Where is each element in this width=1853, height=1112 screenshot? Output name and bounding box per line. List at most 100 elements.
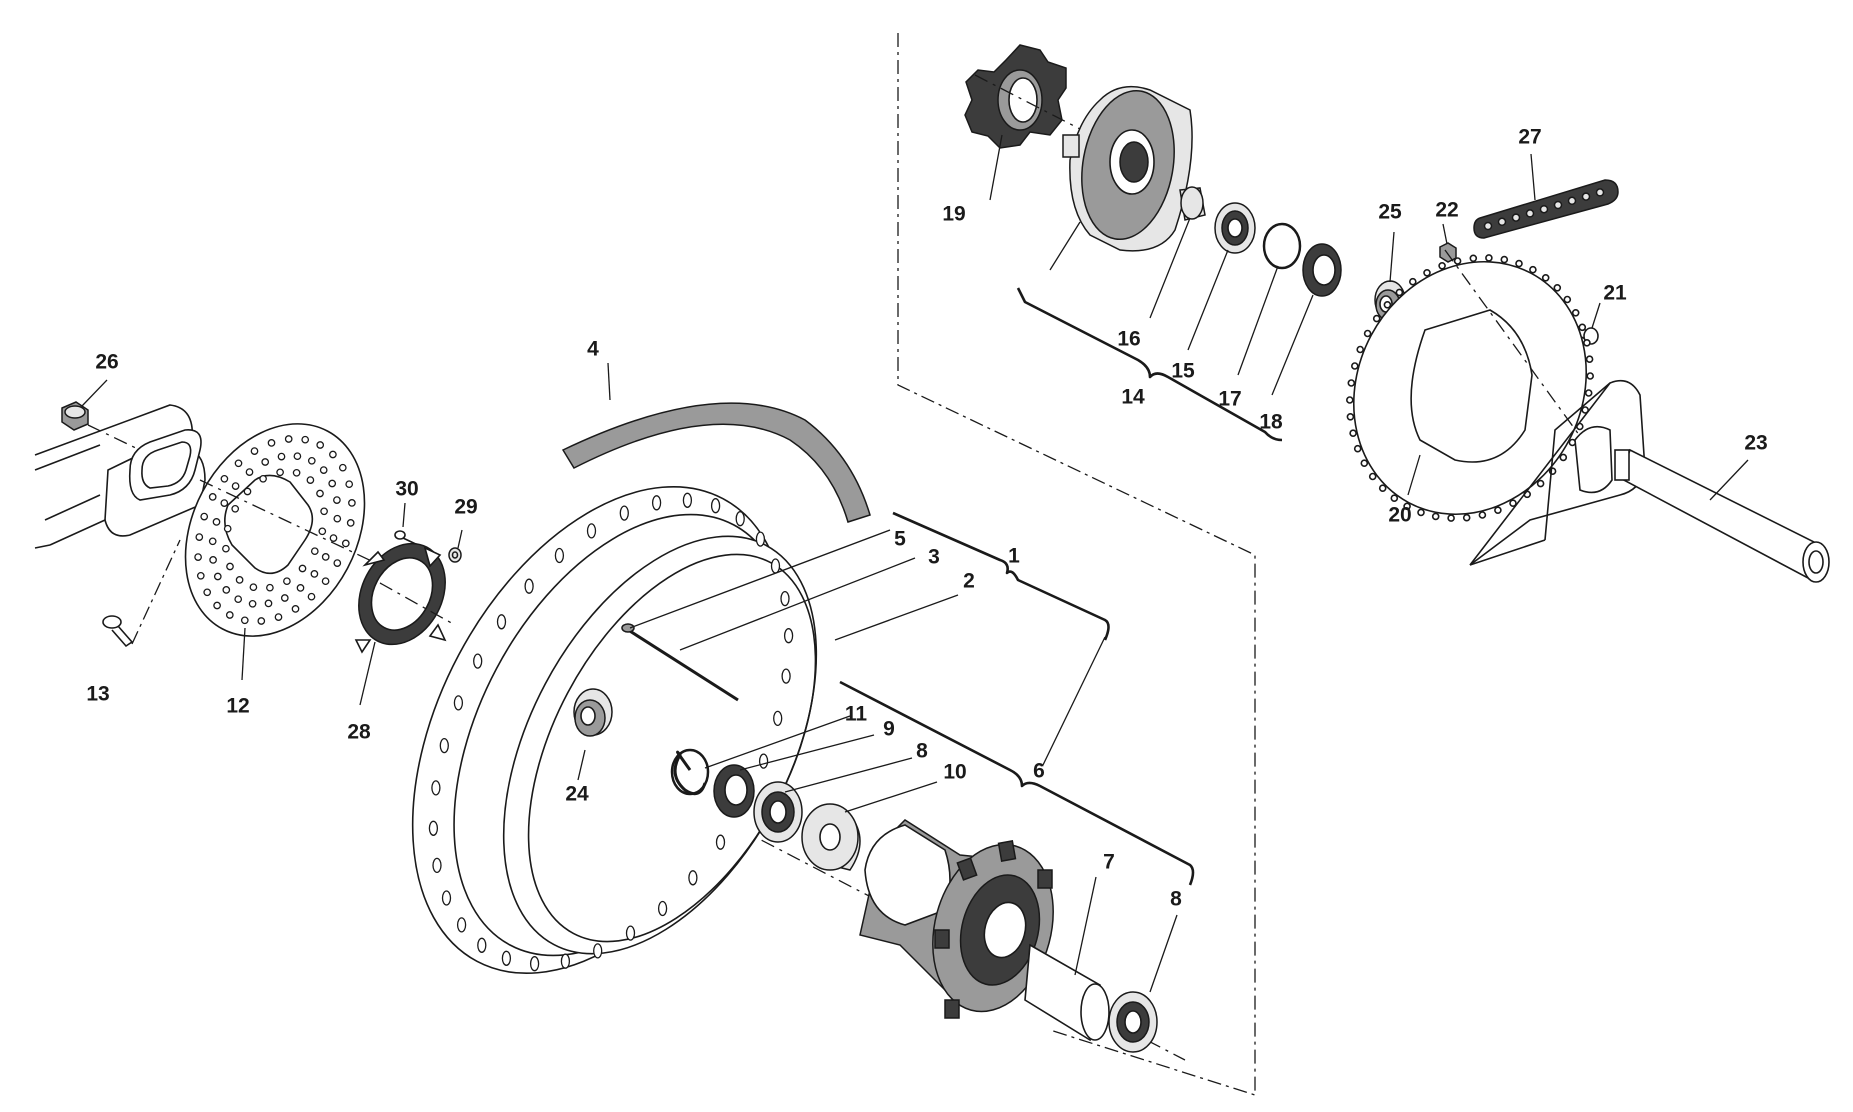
rim-hole [477, 937, 487, 953]
chain-pin [1581, 192, 1591, 201]
sprocket-tooth [1349, 429, 1357, 438]
rim-hole [651, 495, 662, 511]
bearing-8b [1108, 991, 1158, 1053]
disc-vent-hole [196, 571, 205, 580]
disc-vent-hole [338, 463, 347, 472]
rim-hole [453, 695, 464, 711]
sprocket-tooth [1478, 511, 1487, 519]
sprocket-tooth [1346, 396, 1354, 404]
rim-hole [529, 956, 540, 972]
part-label-5: 5 [894, 528, 906, 551]
disc-vent-hole [341, 539, 350, 548]
disc-vent-hole [321, 553, 330, 561]
disc-vent-hole [261, 458, 270, 466]
sprocket-tooth [1372, 314, 1381, 323]
part-label-25: 25 [1378, 201, 1402, 224]
rim-hole [619, 505, 629, 521]
brake-disc-12 [184, 423, 381, 637]
disc-vent-hole [307, 592, 316, 601]
disc-vent-hole [306, 476, 315, 484]
sprocket-tooth [1529, 265, 1537, 274]
rim-hole [783, 628, 794, 644]
disc-vent-hole [329, 450, 337, 459]
sprocket-tooth [1403, 502, 1411, 511]
disc-vent-hole [226, 562, 234, 571]
part-label-23: 23 [1744, 432, 1767, 455]
group-brace-14 [1016, 287, 1283, 442]
disc-vent-hole [195, 533, 204, 541]
sprocket-carrier-hub [1062, 85, 1193, 252]
disc-vent-hole [234, 459, 243, 468]
sprocket-tooth [1395, 288, 1404, 297]
sprocket-tooth [1353, 444, 1362, 453]
sprocket-tooth [1409, 277, 1417, 286]
part-label-21: 21 [1603, 282, 1627, 305]
sprocket-tooth [1494, 506, 1502, 515]
rim-hole [625, 925, 636, 941]
sprocket-tooth [1356, 345, 1364, 354]
sprocket-tooth [1571, 308, 1580, 317]
chain-pin [1525, 209, 1535, 218]
disc-vent-hole [333, 514, 342, 523]
rear-axle-23 [1614, 448, 1830, 583]
part-label-19: 19 [942, 203, 965, 226]
rim-hole [657, 900, 668, 917]
rim-tape-4 [561, 402, 871, 523]
part-label-4: 4 [587, 338, 599, 361]
bearing-8a [753, 781, 803, 843]
disc-vent-hole [212, 518, 221, 526]
circlip-17 [1262, 222, 1302, 270]
disc-vent-hole [234, 595, 243, 604]
part-label-27: 27 [1518, 126, 1541, 149]
disc-vent-hole [266, 583, 274, 592]
part-label-13: 13 [86, 683, 109, 706]
leader-lines [81, 134, 1749, 993]
disc-vent-hole [222, 544, 230, 553]
group-brace-6 [839, 680, 1195, 886]
disc-vent-hole [333, 559, 342, 567]
rim-hole [456, 917, 467, 933]
sprocket-tooth [1378, 484, 1387, 493]
disc-vent-hole [240, 616, 249, 625]
disc-vent-hole [243, 487, 252, 496]
part-label-18: 18 [1259, 411, 1283, 434]
bush-10 [801, 803, 861, 871]
sprocket-tooth [1438, 261, 1446, 270]
cush-drive-rubber-19 [964, 44, 1151, 166]
disc-vent-hole [316, 441, 325, 449]
disc-vent-hole [276, 468, 284, 477]
part-label-30: 30 [395, 478, 418, 501]
disc-vent-hole [298, 564, 307, 573]
chain-link-27 [1473, 179, 1619, 239]
rim-hole [524, 578, 534, 594]
group-brace-1 [892, 511, 1110, 641]
disc-vent-hole [209, 556, 217, 564]
wheel-hub-6 [859, 819, 1054, 1019]
chain-pin [1539, 204, 1549, 214]
sprocket-tooth [1453, 257, 1462, 265]
disc-vent-hole [284, 435, 293, 443]
rim-hole [593, 943, 603, 959]
disc-vent-hole [318, 527, 327, 536]
axle-nut-26 [61, 401, 141, 451]
disc-vent-hole [310, 547, 319, 556]
disc-vent-hole [328, 479, 337, 488]
bearing-15 [1214, 202, 1256, 254]
disc-vent-hole [293, 452, 302, 461]
part-label-28: 28 [347, 721, 371, 744]
circlip-11 [670, 748, 710, 796]
part-label-20: 20 [1388, 504, 1411, 527]
sprocket-tooth [1351, 362, 1359, 370]
part-label-8a: 8 [916, 740, 928, 763]
disc-vent-hole [249, 583, 258, 592]
part-label-12: 12 [226, 695, 249, 718]
part-label-22: 22 [1435, 199, 1458, 222]
disc-vent-hole [231, 504, 240, 513]
part-label-16: 16 [1117, 328, 1140, 351]
rim-hole [560, 953, 571, 969]
disc-vent-hole [200, 512, 209, 521]
rim-hole [781, 668, 791, 684]
sprocket-tooth [1360, 459, 1369, 468]
disc-vent-hole [346, 519, 355, 527]
sprocket-tooth [1500, 255, 1509, 264]
